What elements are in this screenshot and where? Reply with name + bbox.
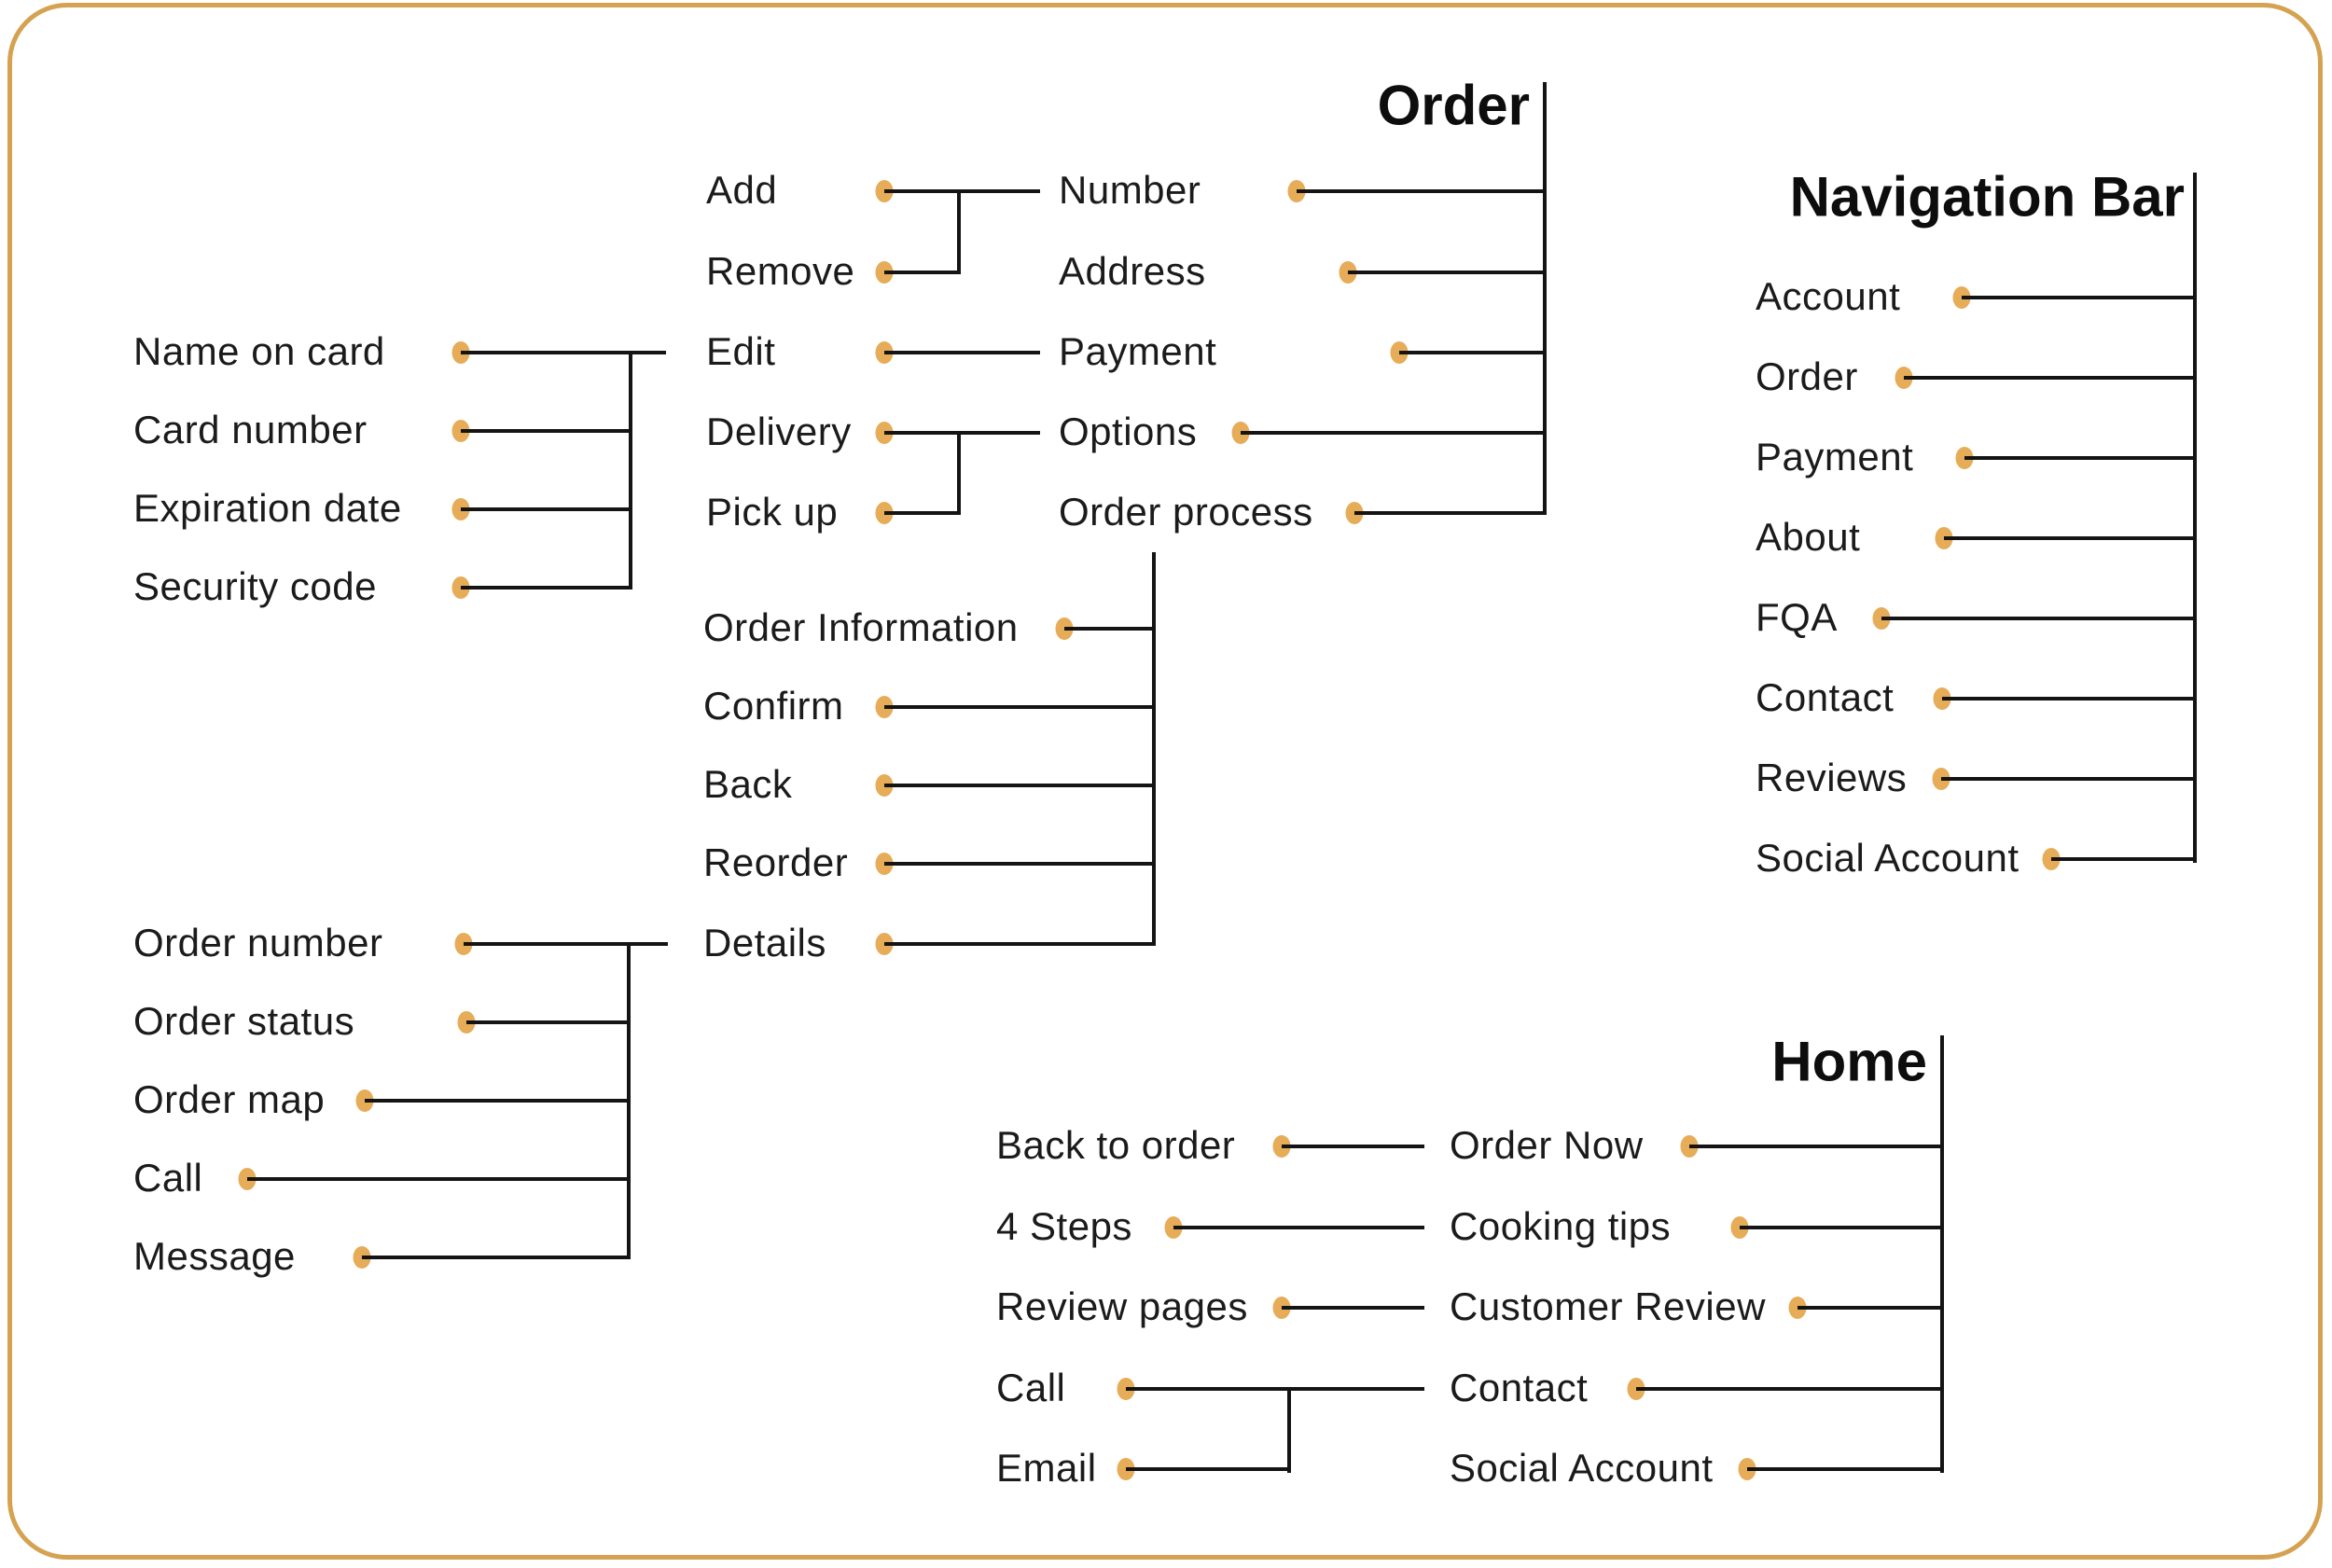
connector-line: [884, 942, 1156, 946]
node-about: About: [1756, 515, 1861, 560]
connector-line: [1282, 1145, 1424, 1148]
connector-line: [1173, 1226, 1424, 1229]
node-order-status: Order status: [133, 999, 355, 1044]
connector-line: [461, 351, 666, 354]
connector-line: [1740, 1226, 1944, 1229]
node-reorder: Reorder: [703, 840, 849, 885]
connector-line: [1689, 1145, 1944, 1148]
connector-line: [1126, 1467, 1291, 1471]
connector-line: [365, 1099, 631, 1103]
node-home-contact: Contact: [1450, 1366, 1589, 1410]
connector-line: [247, 1177, 631, 1181]
home-section-title: Home: [1771, 1030, 1927, 1093]
connector-line: [1354, 511, 1547, 515]
node-number: Number: [1059, 168, 1201, 213]
node-confirm: Confirm: [703, 684, 844, 728]
connector-line: [1287, 1389, 1291, 1473]
connector-line: [884, 862, 1156, 866]
node-back: Back: [703, 762, 793, 807]
connector-line: [1064, 627, 1156, 631]
connector-line: [884, 351, 1040, 354]
node-email: Email: [996, 1446, 1097, 1491]
connector-line: [1282, 1306, 1424, 1310]
node-order-process: Order process: [1059, 490, 1313, 534]
connector-line: [1964, 456, 2197, 460]
node-pick-up: Pick up: [706, 490, 839, 534]
connector-line: [362, 1256, 631, 1259]
connector-line: [957, 191, 961, 274]
connector-line: [461, 429, 632, 433]
node-payment: Payment: [1059, 329, 1217, 374]
connector-line: [461, 507, 632, 511]
node-name-on-card: Name on card: [133, 329, 385, 374]
node-edit: Edit: [706, 329, 776, 374]
connector-line: [1152, 552, 1156, 946]
connector-line: [1297, 189, 1547, 193]
connector-line: [461, 586, 632, 590]
connector-line: [957, 433, 961, 515]
node-fqa: FQA: [1756, 595, 1838, 640]
connector-line: [1798, 1306, 1944, 1310]
node-4-steps: 4 Steps: [996, 1204, 1132, 1249]
node-back-to-order: Back to order: [996, 1123, 1236, 1168]
connector-line: [466, 1020, 631, 1024]
node-order-now: Order Now: [1450, 1123, 1644, 1168]
connector-line: [1940, 1035, 1944, 1473]
connector-line: [884, 511, 961, 515]
connector-line: [1904, 376, 2197, 380]
node-nav-order: Order: [1756, 354, 1858, 399]
node-call: Call: [133, 1156, 203, 1200]
connector-line: [629, 351, 632, 590]
node-review-pages: Review pages: [996, 1284, 1248, 1329]
connector-line: [1126, 1387, 1424, 1391]
connector-line: [464, 942, 668, 946]
navigation-bar-section-title: Navigation Bar: [1789, 165, 2185, 229]
node-remove: Remove: [706, 249, 855, 294]
node-expiration-date: Expiration date: [133, 486, 402, 531]
node-message: Message: [133, 1234, 296, 1279]
connector-line: [1962, 296, 2197, 299]
node-home-call: Call: [996, 1366, 1066, 1410]
connector-line: [2051, 857, 2197, 861]
node-home-social-account: Social Account: [1450, 1446, 1714, 1491]
connector-line: [2193, 173, 2197, 863]
canvas-border: [7, 3, 2323, 1560]
connector-line: [884, 271, 961, 274]
node-customer-review: Customer Review: [1450, 1284, 1766, 1329]
node-details: Details: [703, 921, 826, 965]
node-reviews: Reviews: [1756, 756, 1908, 800]
node-cooking-tips: Cooking tips: [1450, 1204, 1672, 1249]
connector-line: [627, 942, 631, 1259]
connector-line: [884, 784, 1156, 787]
connector-line: [884, 705, 1156, 709]
node-delivery: Delivery: [706, 409, 852, 454]
connector-line: [1543, 82, 1547, 515]
node-order-information: Order Information: [703, 605, 1019, 650]
connector-line: [1348, 271, 1547, 274]
connector-line: [1241, 431, 1547, 435]
node-add: Add: [706, 168, 778, 213]
connector-line: [1941, 777, 2197, 781]
node-order-map: Order map: [133, 1077, 326, 1122]
order-section-title: Order: [1377, 74, 1530, 137]
node-order-number: Order number: [133, 921, 383, 965]
node-account: Account: [1756, 274, 1901, 319]
node-security-code: Security code: [133, 564, 377, 609]
node-contact: Contact: [1756, 675, 1895, 720]
node-nav-payment: Payment: [1756, 435, 1914, 479]
node-card-number: Card number: [133, 408, 368, 452]
connector-line: [1636, 1387, 1944, 1391]
connector-line: [1747, 1467, 1944, 1471]
connector-line: [1944, 536, 2197, 540]
connector-line: [884, 431, 1040, 435]
node-options: Options: [1059, 409, 1198, 454]
connector-line: [1399, 351, 1547, 354]
connector-line: [1881, 617, 2197, 620]
node-address: Address: [1059, 249, 1206, 294]
connector-line: [1942, 697, 2197, 701]
node-social-account: Social Account: [1756, 836, 2020, 881]
connector-line: [884, 189, 1040, 193]
